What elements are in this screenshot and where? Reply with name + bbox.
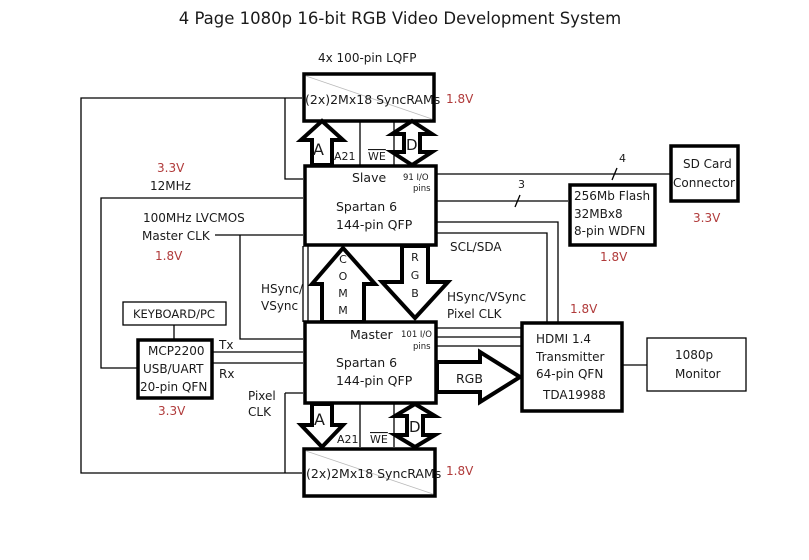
slave-package: 144-pin QFP <box>336 217 413 232</box>
bottom-we-label: WE <box>370 433 388 446</box>
bottom-ram-label: (2x)2Mx18 SyncRAMs <box>306 466 441 481</box>
hdmi-line4: TDA19988 <box>542 388 606 402</box>
pixel-clk-label: Pixel CLK <box>447 307 503 321</box>
wire-slave-hdmi-1 <box>437 221 559 322</box>
wire-slave-hdmi-2 <box>437 232 548 322</box>
bottom-a21-label: A21 <box>337 433 359 446</box>
hdmi-voltage: 1.8V <box>570 302 598 316</box>
comm-letter-m1: M <box>338 287 348 300</box>
top-ram-block: (2x)2Mx18 SyncRAMs <box>302 72 440 123</box>
scl-sda-label: SCL/SDA <box>450 240 502 254</box>
sd-line2: Connector <box>673 176 735 190</box>
master-clk-voltage: 1.8V <box>155 249 183 263</box>
slave-io: 91 I/O <box>403 173 429 183</box>
top-data-label: D <box>406 136 418 154</box>
slave-io-pins: pins <box>413 184 431 194</box>
bottom-data-label: D <box>409 418 421 436</box>
flash-bus-width: 3 <box>518 178 525 191</box>
monitor-line2: Monitor <box>675 367 721 381</box>
top-address-label: A <box>313 140 324 159</box>
bottom-address-arrow <box>296 402 348 450</box>
usb-line1: MCP2200 <box>148 344 205 358</box>
slave-role: Slave <box>352 170 386 185</box>
flash-voltage: 1.8V <box>600 250 628 264</box>
rgb-letter-r: R <box>411 251 419 264</box>
sd-voltage: 3.3V <box>693 211 721 225</box>
wires <box>80 97 670 474</box>
usb-uart-block: MCP2200 USB/UART 20-pin QFN <box>136 338 214 400</box>
wire-flash-slash <box>514 194 521 208</box>
hdmi-line3: 64-pin QFN <box>536 367 603 381</box>
top-ram-package: 4x 100-pin LQFP <box>318 51 416 65</box>
wire-sd-slash <box>611 167 618 181</box>
rgb-letter-b: B <box>411 287 419 300</box>
rgb-right-arrow <box>435 348 524 406</box>
top-address-arrow <box>295 118 349 167</box>
master-io: 101 I/O <box>401 330 432 340</box>
sd-bus-width: 4 <box>619 152 626 165</box>
master-chip: Spartan 6 <box>336 355 397 370</box>
usb-line2: USB/UART <box>143 362 204 376</box>
slave-chip: Spartan 6 <box>336 199 397 214</box>
voltage-3v3-label: 3.3V <box>157 161 185 175</box>
flash-line1: 256Mb Flash <box>574 189 650 203</box>
master-io-pins: pins <box>413 342 431 352</box>
usb-voltage: 3.3V <box>158 404 186 418</box>
hdmi-line2: Transmitter <box>535 350 605 364</box>
flash-line3: 8-pin WDFN <box>574 224 645 238</box>
keyboard-label: KEYBOARD/PC <box>133 307 215 321</box>
rgb-letter-g: G <box>411 269 420 282</box>
bottom-ram-voltage: 1.8V <box>446 464 474 478</box>
master-role: Master <box>350 327 394 342</box>
rgb-right-label: RGB <box>456 371 483 386</box>
sd-card-block: SD Card Connector <box>669 144 740 203</box>
comm-letter-o: O <box>339 270 348 283</box>
master-clk-line1: 100MHz LVCMOS <box>143 211 245 225</box>
slave-fpga-block: Slave 91 I/O pins Spartan 6 144-pin QFP <box>303 164 438 247</box>
monitor-block: 1080p Monitor <box>646 337 747 392</box>
bottom-ram-block: (2x)2Mx18 SyncRAMs <box>302 447 441 498</box>
master-fpga-block: Master 101 I/O pins Spartan 6 144-pin QF… <box>303 320 438 405</box>
comm-letter-m2: M <box>338 304 348 317</box>
usb-line3: 20-pin QFN <box>140 380 207 394</box>
hdmi-line1: HDMI 1.4 <box>536 332 591 346</box>
top-a21-label: A21 <box>334 150 356 163</box>
wire-ram-slave-side <box>284 98 303 180</box>
pixel-clk-left-2: CLK <box>248 405 272 419</box>
flash-block: 256Mb Flash 32MBx8 8-pin WDFN <box>568 183 657 247</box>
bottom-address-label: A <box>314 410 325 429</box>
diagram-title: 4 Page 1080p 16-bit RGB Video Developmen… <box>179 9 622 28</box>
rgb-down-arrow <box>377 244 453 321</box>
wire-ram-loop <box>80 97 302 474</box>
comm-arrow <box>307 244 380 324</box>
bottom-data-arrow <box>387 401 443 450</box>
master-package: 144-pin QFP <box>336 373 413 388</box>
master-clk-line2: Master CLK <box>142 229 211 243</box>
hsync-label-2: VSync <box>261 299 298 313</box>
top-ram-label: (2x)2Mx18 SyncRAMs <box>305 92 440 107</box>
top-ram-voltage: 1.8V <box>446 92 474 106</box>
hv-sync-label: HSync/VSync <box>447 290 526 304</box>
flash-line2: 32MBx8 <box>574 207 623 221</box>
tx-label: Tx <box>218 338 233 352</box>
wire-12mhz <box>100 197 303 369</box>
sd-line1: SD Card <box>683 157 732 171</box>
hsync-label-1: HSync/ <box>261 282 304 296</box>
rx-label: Rx <box>219 367 234 381</box>
comm-letter-c: C <box>339 253 347 266</box>
monitor-line1: 1080p <box>675 348 713 362</box>
wire-master-clk-down <box>239 235 303 340</box>
clock-12mhz-label: 12MHz <box>150 179 191 193</box>
hdmi-transmitter-block: HDMI 1.4 Transmitter 64-pin QFN TDA19988 <box>520 321 624 413</box>
pixel-clk-left-1: Pixel <box>248 389 276 403</box>
top-we-label: WE <box>368 150 386 163</box>
keyboard-block: KEYBOARD/PC <box>122 301 227 326</box>
